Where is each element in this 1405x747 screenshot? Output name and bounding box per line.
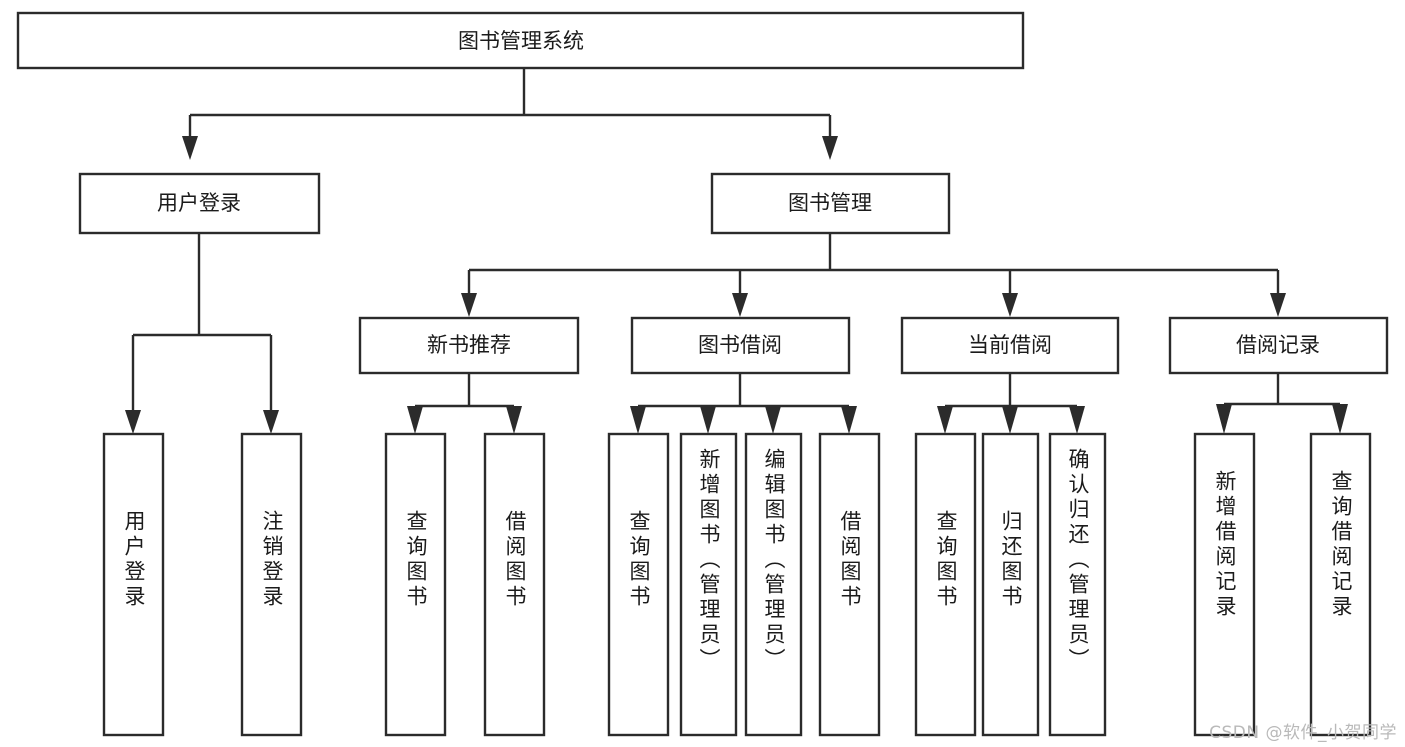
arrowhead-leaf-user-login <box>125 410 141 434</box>
leaf-borrow-book-1[interactable]: 借阅图书 <box>483 432 546 737</box>
leaf-user-login[interactable]: 用户登录 <box>102 432 165 737</box>
node-new-book-recommend[interactable]: 新书推荐 <box>358 316 580 375</box>
node-book-management-box[interactable] <box>710 172 951 235</box>
arrowhead-leaf-add-borrow-record <box>1216 404 1232 434</box>
arrowhead-leaf-query-book-1 <box>407 406 423 434</box>
arrowhead-current-borrow <box>1002 293 1018 317</box>
edge-group-new-book-to-leaves <box>407 373 522 434</box>
leaf-add-book-admin[interactable]: 新增图书（管理员） <box>679 432 738 737</box>
leaf-return-book-label: 归还图书 <box>999 510 1023 610</box>
node-book-management-label: 图书管理 <box>788 191 872 215</box>
leaf-query-borrow-record-box[interactable] <box>1309 432 1372 737</box>
leaf-user-login-label: 用户登录 <box>122 510 146 610</box>
node-user-login[interactable]: 用户登录 <box>78 172 321 235</box>
leaf-borrow-book-1-box[interactable] <box>483 432 546 737</box>
leaf-add-book-admin-box[interactable] <box>679 432 738 737</box>
leaf-query-book-1-label: 查询图书 <box>404 510 428 610</box>
node-current-borrow-box[interactable] <box>900 316 1120 375</box>
node-borrow-records-label: 借阅记录 <box>1236 333 1320 357</box>
arrowhead-leaf-borrow-book-2 <box>841 406 857 434</box>
leaf-add-book-admin-label: 新增图书（管理员） <box>697 448 721 673</box>
leaf-borrow-book-2-box[interactable] <box>818 432 881 737</box>
arrowhead-leaf-logout <box>263 410 279 434</box>
node-user-login-label: 用户登录 <box>157 191 241 215</box>
arrowhead-leaf-borrow-book-1 <box>506 406 522 434</box>
node-root-label: 图书管理系统 <box>458 29 584 53</box>
arrowhead-leaf-edit-book-admin <box>765 406 781 434</box>
arrowhead-borrow-records <box>1270 293 1286 317</box>
leaf-confirm-return-admin-label: 确认归还（管理员） <box>1066 448 1090 673</box>
node-book-borrow-box[interactable] <box>630 316 851 375</box>
leaf-edit-book-admin[interactable]: 编辑图书（管理员） <box>744 432 803 737</box>
leaf-query-borrow-record-label: 查询借阅记录 <box>1329 470 1353 620</box>
leaf-query-book-3-label: 查询图书 <box>934 510 958 610</box>
leaf-query-borrow-record[interactable]: 查询借阅记录 <box>1309 432 1372 737</box>
leaf-add-borrow-record[interactable]: 新增借阅记录 <box>1193 432 1256 737</box>
leaf-user-login-box[interactable] <box>102 432 165 737</box>
edge-group-root-to-level2 <box>182 68 838 160</box>
leaf-query-book-1[interactable]: 查询图书 <box>384 432 447 737</box>
node-root-box[interactable] <box>16 11 1025 70</box>
leaf-borrow-book-2[interactable]: 借阅图书 <box>818 432 881 737</box>
node-book-borrow[interactable]: 图书借阅 <box>630 316 851 375</box>
leaf-query-book-1-box[interactable] <box>384 432 447 737</box>
arrowhead-leaf-return-book <box>1002 406 1018 434</box>
arrowhead-leaf-query-borrow-record <box>1332 404 1348 434</box>
node-new-book-recommend-box[interactable] <box>358 316 580 375</box>
leaf-borrow-book-2-label: 借阅图书 <box>838 510 862 610</box>
node-book-borrow-label: 图书借阅 <box>698 333 782 357</box>
node-current-borrow-label: 当前借阅 <box>968 333 1052 357</box>
node-new-book-recommend-label: 新书推荐 <box>427 333 511 357</box>
node-current-borrow[interactable]: 当前借阅 <box>900 316 1120 375</box>
leaf-logout-box[interactable] <box>240 432 303 737</box>
node-borrow-records[interactable]: 借阅记录 <box>1168 316 1389 375</box>
arrowhead-user-login <box>182 136 198 160</box>
node-root[interactable]: 图书管理系统 <box>16 11 1025 70</box>
edge-group-user-login-to-leaves <box>125 233 279 434</box>
node-user-login-box[interactable] <box>78 172 321 235</box>
leaf-borrow-book-1-label: 借阅图书 <box>503 510 527 610</box>
leaf-query-book-2-box[interactable] <box>607 432 670 737</box>
leaf-confirm-return-admin[interactable]: 确认归还（管理员） <box>1048 432 1107 737</box>
leaf-query-book-2[interactable]: 查询图书 <box>607 432 670 737</box>
arrowhead-leaf-confirm-return-admin <box>1069 406 1085 434</box>
arrowhead-leaf-query-book-2 <box>630 406 646 434</box>
leaf-query-book-3[interactable]: 查询图书 <box>914 432 977 737</box>
leaf-query-book-2-label: 查询图书 <box>627 510 651 610</box>
edge-group-borrow-records-to-leaves <box>1216 373 1348 434</box>
arrowhead-book-management <box>822 136 838 160</box>
arrowhead-leaf-query-book-3 <box>937 406 953 434</box>
leaf-confirm-return-admin-box[interactable] <box>1048 432 1107 737</box>
edge-group-current-borrow-to-leaves <box>937 373 1085 434</box>
leaf-edit-book-admin-label: 编辑图书（管理员） <box>762 448 786 673</box>
arrowhead-new-book-recommend <box>461 293 477 317</box>
edge-group-book-borrow-to-leaves <box>630 373 857 434</box>
node-borrow-records-box[interactable] <box>1168 316 1389 375</box>
node-book-management[interactable]: 图书管理 <box>710 172 951 235</box>
arrowhead-book-borrow <box>732 293 748 317</box>
leaf-logout-label: 注销登录 <box>260 510 284 610</box>
edge-group-book-management-to-level3 <box>461 233 1286 317</box>
watermark-text: CSDN @软件_小贺同学 <box>1209 723 1397 743</box>
leaf-return-book-box[interactable] <box>981 432 1040 737</box>
leaf-add-borrow-record-label: 新增借阅记录 <box>1213 470 1237 620</box>
leaf-logout[interactable]: 注销登录 <box>240 432 303 737</box>
leaf-edit-book-admin-box[interactable] <box>744 432 803 737</box>
leaf-return-book[interactable]: 归还图书 <box>981 432 1040 737</box>
arrowhead-leaf-add-book-admin <box>700 406 716 434</box>
leaf-query-book-3-box[interactable] <box>914 432 977 737</box>
leaf-add-borrow-record-box[interactable] <box>1193 432 1256 737</box>
